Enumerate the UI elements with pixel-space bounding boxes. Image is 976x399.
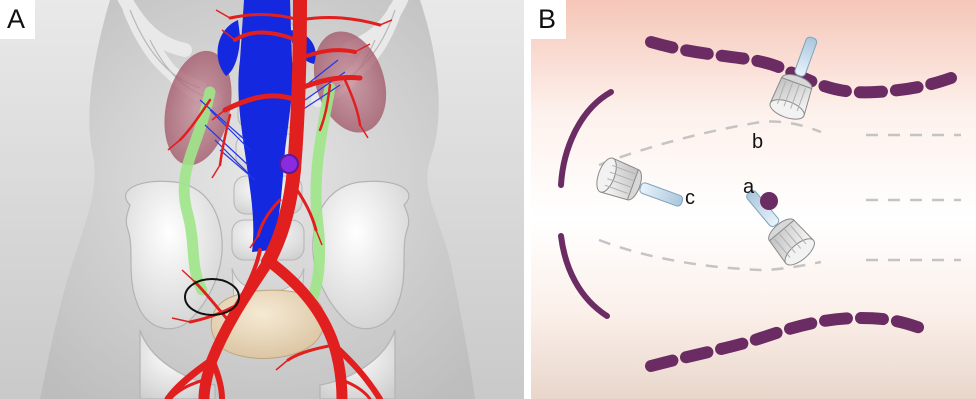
port-label-b: b [752, 131, 763, 153]
target-vessel-marker [280, 155, 298, 173]
panel-a-label: A [0, 0, 35, 39]
panel-b-label: B [531, 0, 566, 39]
target-point-marker [760, 192, 778, 210]
anatomy-illustration [0, 0, 524, 399]
panel-a-anatomy: A [0, 0, 524, 399]
port-label-c: c [685, 187, 695, 209]
port-placement-diagram: a b c [531, 0, 976, 399]
port-label-a: a [743, 176, 755, 198]
panel-b-port-diagram: a b c B [531, 0, 976, 399]
